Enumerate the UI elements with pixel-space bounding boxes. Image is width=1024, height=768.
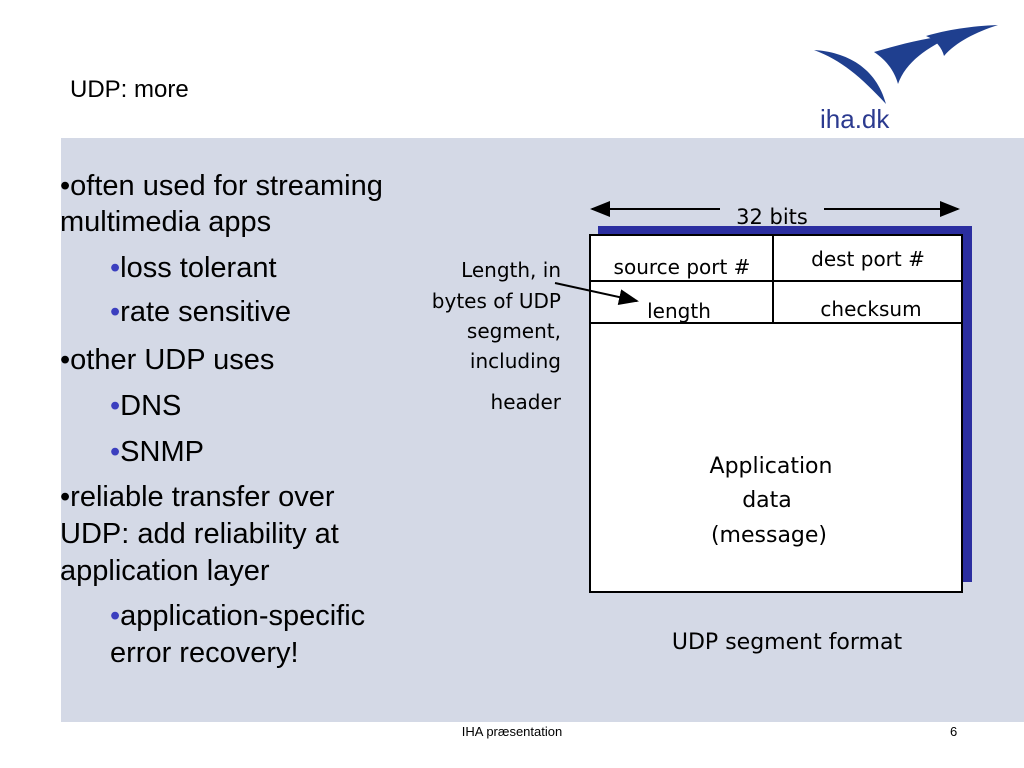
bullet-3-cont-1: UDP: add reliability at [60,518,339,550]
field-length: length [647,299,711,323]
bullet-1-cont: multimedia apps [60,206,272,238]
slide-title: UDP: more [70,76,189,103]
data-label-3: (message) [711,523,827,548]
note-arrow [554,282,639,305]
field-checksum: checksum [820,297,921,321]
note-line-2: bytes of UDP [432,289,561,313]
sub-bullet-dns: •DNS [110,390,182,422]
logo-text: iha.dk [820,104,890,134]
bullet-1: •often used for streaming [60,170,383,202]
field-dest-port: dest port # [811,247,925,271]
data-label-2: data [742,488,792,513]
field-source-port: source port # [614,255,751,279]
sub-bullet-recovery: •application-specific [110,600,366,632]
note-line-3: segment, [467,319,561,343]
bullet-3-cont-2: application layer [60,555,270,587]
note-line-1: Length, in [461,258,561,282]
note-line-4: including [470,349,561,373]
note-line-5: header [491,390,562,414]
footer-text: IHA præsentation [461,724,563,739]
bullet-2: •other UDP uses [60,344,275,376]
sub-bullet-loss: •loss tolerant [110,252,277,284]
page-number: 6 [950,724,958,739]
sub-bullet-snmp: •SNMP [110,436,204,468]
data-label-1: Application [710,454,833,479]
diagram-caption: UDP segment format [672,630,903,655]
sub-bullet-rate: •rate sensitive [110,296,292,328]
bits-label: 32 bits [736,205,808,229]
iha-logo [814,25,998,104]
bullet-3: •reliable transfer over [60,481,335,513]
sub-bullet-recovery-cont: error recovery! [110,637,299,669]
segment-box [589,234,963,593]
